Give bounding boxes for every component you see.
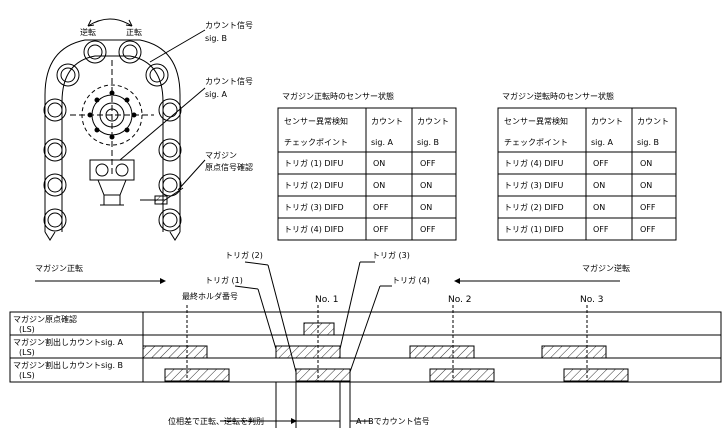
reverse-header-checkpoint: チェックポイント <box>504 138 568 147</box>
forward-table: センサー異常検知 カウント カウント チェックポイント sig. A sig. … <box>277 107 457 241</box>
trigger-2-leader <box>244 261 269 266</box>
forward-header-check: センサー異常検知 <box>284 116 348 126</box>
magazine-drawing <box>43 18 206 241</box>
magazine-label: マガジン <box>205 150 237 160</box>
forward-row4-trigger: トリガ (4) DIFD <box>284 224 344 234</box>
last-holder-label: 最終ホルダ番号 <box>182 291 238 301</box>
forward-row2-b: ON <box>420 181 432 190</box>
forward-row1-trigger: トリガ (1) DIFU <box>284 158 344 168</box>
trigger-4-label: トリガ (4) <box>392 275 430 285</box>
holder-no1-label: No. 1 <box>315 295 339 305</box>
row-sig-b-label: マガジン割出しカウントsig. B <box>13 360 123 370</box>
sig-a-pulse-1 <box>142 345 208 359</box>
reverse-table-title: マガジン逆転時のセンサー状態 <box>502 91 614 101</box>
forward-header-checkpoint: チェックポイント <box>284 138 348 147</box>
sig-a-pulse-4 <box>541 345 607 359</box>
magazine-pockets <box>43 40 182 232</box>
forward-table-title: マガジン正転時のセンサー状態 <box>282 91 394 101</box>
reverse-row3-b: OFF <box>640 203 656 212</box>
row-origin-label: マガジン原点確認 <box>13 314 77 324</box>
reverse-row2-trigger: トリガ (3) DIFU <box>504 180 564 190</box>
reverse-header-sig-b: sig. B <box>637 138 659 147</box>
leader-sig-a <box>119 87 206 161</box>
forward-row3-b: ON <box>420 203 432 212</box>
sig-b-pulse-1 <box>164 368 230 382</box>
row-origin-ls: (LS) <box>19 325 35 334</box>
trigger-1-drop <box>257 288 277 350</box>
reverse-row3-trigger: トリガ (2) DIFD <box>504 202 564 212</box>
sig-a-pulse-3 <box>409 345 475 359</box>
forward-row2-trigger: トリガ (2) DIFU <box>284 180 344 190</box>
sig-b-pulse-3 <box>429 368 495 382</box>
center-hub <box>70 60 154 175</box>
forward-row1-a: ON <box>373 159 385 168</box>
magazine-reverse-label: マガジン逆転 <box>582 263 630 273</box>
reverse-row2-a: ON <box>593 181 605 190</box>
forward-row3-a: OFF <box>373 203 389 212</box>
reverse-row1-b: ON <box>640 159 652 168</box>
row-sig-b-ls: (LS) <box>19 371 35 380</box>
reverse-header-sig-a: sig. A <box>591 138 614 147</box>
count-signal-b-label: カウント信号 <box>205 20 253 30</box>
magazine-forward-label: マガジン正転 <box>35 263 83 273</box>
sig-a-pulse-2 <box>275 345 341 359</box>
reverse-row2-b: ON <box>640 181 652 190</box>
reverse-row1-a: OFF <box>593 159 609 168</box>
break-marks <box>44 231 181 241</box>
trigger-1-label: トリガ (1) <box>205 275 243 285</box>
holder-no3-label: No. 3 <box>580 295 604 305</box>
reverse-row1-trigger: トリガ (4) DIFU <box>504 158 564 168</box>
forward-header-count-b: カウント <box>417 117 449 126</box>
trigger-3-drop <box>339 261 361 350</box>
forward-arrow-head <box>125 19 133 27</box>
bottom-dimensions <box>220 382 372 428</box>
sig-a-label: sig. A <box>205 90 228 99</box>
forward-row4-a: OFF <box>373 225 389 234</box>
signal-pulses <box>142 322 629 382</box>
count-signal-a-label: カウント信号 <box>205 76 253 86</box>
reverse-label: 逆転 <box>80 27 96 37</box>
origin-check-label: 原点信号確認 <box>205 162 253 172</box>
forward-header-count-a: カウント <box>371 117 403 126</box>
forward-row1-b: OFF <box>420 159 436 168</box>
trigger-4-drop <box>349 285 381 373</box>
sig-b-pulse-4 <box>563 368 629 382</box>
origin-pulse <box>303 322 335 336</box>
reverse-table: センサー異常検知 カウント カウント チェックポイント sig. A sig. … <box>497 107 677 241</box>
sig-b-label: sig. B <box>205 34 227 43</box>
reverse-row4-trigger: トリガ (1) DIFD <box>504 224 564 234</box>
magazine-frame <box>44 39 181 232</box>
trigger-3-label: トリガ (3) <box>372 250 410 260</box>
forward-header-sig-a: sig. A <box>371 138 394 147</box>
reverse-row3-a: ON <box>593 203 605 212</box>
reverse-row4-a: OFF <box>593 225 609 234</box>
sensor-assembly <box>89 159 135 206</box>
reverse-header-count-b: カウント <box>637 117 669 126</box>
forward-header-sig-b: sig. B <box>417 138 439 147</box>
forward-label: 正転 <box>126 28 142 37</box>
sig-b-pulse-2 <box>295 368 351 382</box>
forward-row3-trigger: トリガ (3) DIFD <box>284 202 344 212</box>
ab-count-note: A+Bでカウント信号 <box>356 416 430 426</box>
reverse-arrow-head <box>87 19 95 27</box>
holder-no2-label: No. 2 <box>448 295 472 305</box>
forward-row2-a: ON <box>373 181 385 190</box>
reverse-header-check: センサー異常検知 <box>504 116 568 126</box>
timing-headers: マガジン正転 マガジン逆転 トリガ (2) トリガ (3) トリガ (1) トリ… <box>35 250 630 305</box>
row-sig-a-ls: (LS) <box>19 348 35 357</box>
forward-row4-b: OFF <box>420 225 436 234</box>
row-sig-a-label: マガジン割出しカウントsig. A <box>13 337 124 347</box>
trigger-1-leader <box>234 285 259 290</box>
leader-sig-b <box>149 29 206 63</box>
rotation-arc <box>87 18 133 27</box>
phase-difference-note: 位相差で正転、逆転を判別 <box>168 416 264 426</box>
leader-origin <box>177 159 206 191</box>
trigger-2-label: トリガ (2) <box>225 250 263 260</box>
origin-sensor <box>140 187 184 205</box>
reverse-row4-b: OFF <box>640 225 656 234</box>
reverse-header-count-a: カウント <box>591 117 623 126</box>
